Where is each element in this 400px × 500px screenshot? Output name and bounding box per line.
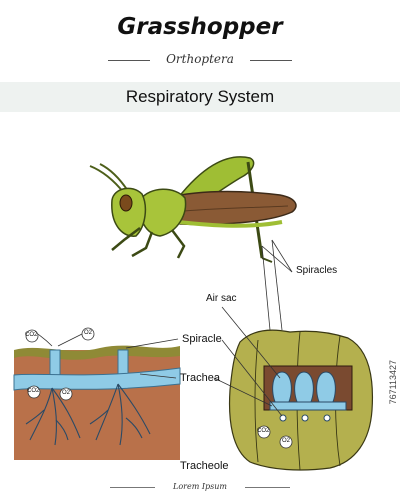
label-co2-left-bottom: CO2	[27, 388, 40, 394]
trachea-leader-right	[213, 377, 273, 407]
grasshopper-illustration	[89, 156, 297, 263]
trachea-leader	[139, 373, 177, 379]
subtitle-rule-left	[108, 60, 150, 61]
label-o2-left-top: O2	[84, 330, 93, 336]
subtitle-rule-right	[250, 60, 292, 61]
side-id: 767113427	[388, 360, 398, 405]
label-spiracles: Spiracles	[296, 265, 338, 276]
label-tracheole: Tracheole	[180, 460, 229, 472]
spiracles-leader-c	[261, 245, 271, 331]
spiracles-leader-b	[271, 239, 293, 273]
label-co2-right: CO2	[257, 428, 270, 434]
footer-rule-left	[110, 487, 155, 488]
label-o2-left-bottom: O2	[62, 390, 71, 396]
section-title: Respiratory System	[125, 87, 275, 106]
cross-section-soil	[13, 327, 181, 460]
footer-rule-right	[245, 487, 290, 488]
label-o2-right: O2	[282, 438, 291, 444]
subtitle-row: Orthoptera	[0, 52, 400, 68]
label-spiracle: Spiracle	[182, 333, 222, 345]
section-band: Respiratory System	[0, 82, 400, 112]
footer-text: Lorem Ipsum	[173, 482, 227, 491]
diagram-title: Grasshopper	[117, 14, 283, 40]
label-air-sac: Air sac	[206, 293, 237, 304]
body-segment-section	[228, 329, 374, 471]
spiracles-leader-d	[271, 239, 283, 331]
label-co2-left-top: CO2	[25, 332, 38, 338]
spiracles-leader-a	[261, 245, 293, 273]
spiracle-leader-right	[221, 339, 283, 417]
spiracle-leader	[125, 338, 179, 349]
order-subtitle: Orthoptera	[166, 52, 234, 66]
air-sac-leader	[221, 306, 281, 379]
label-trachea: Trachea	[180, 372, 220, 384]
